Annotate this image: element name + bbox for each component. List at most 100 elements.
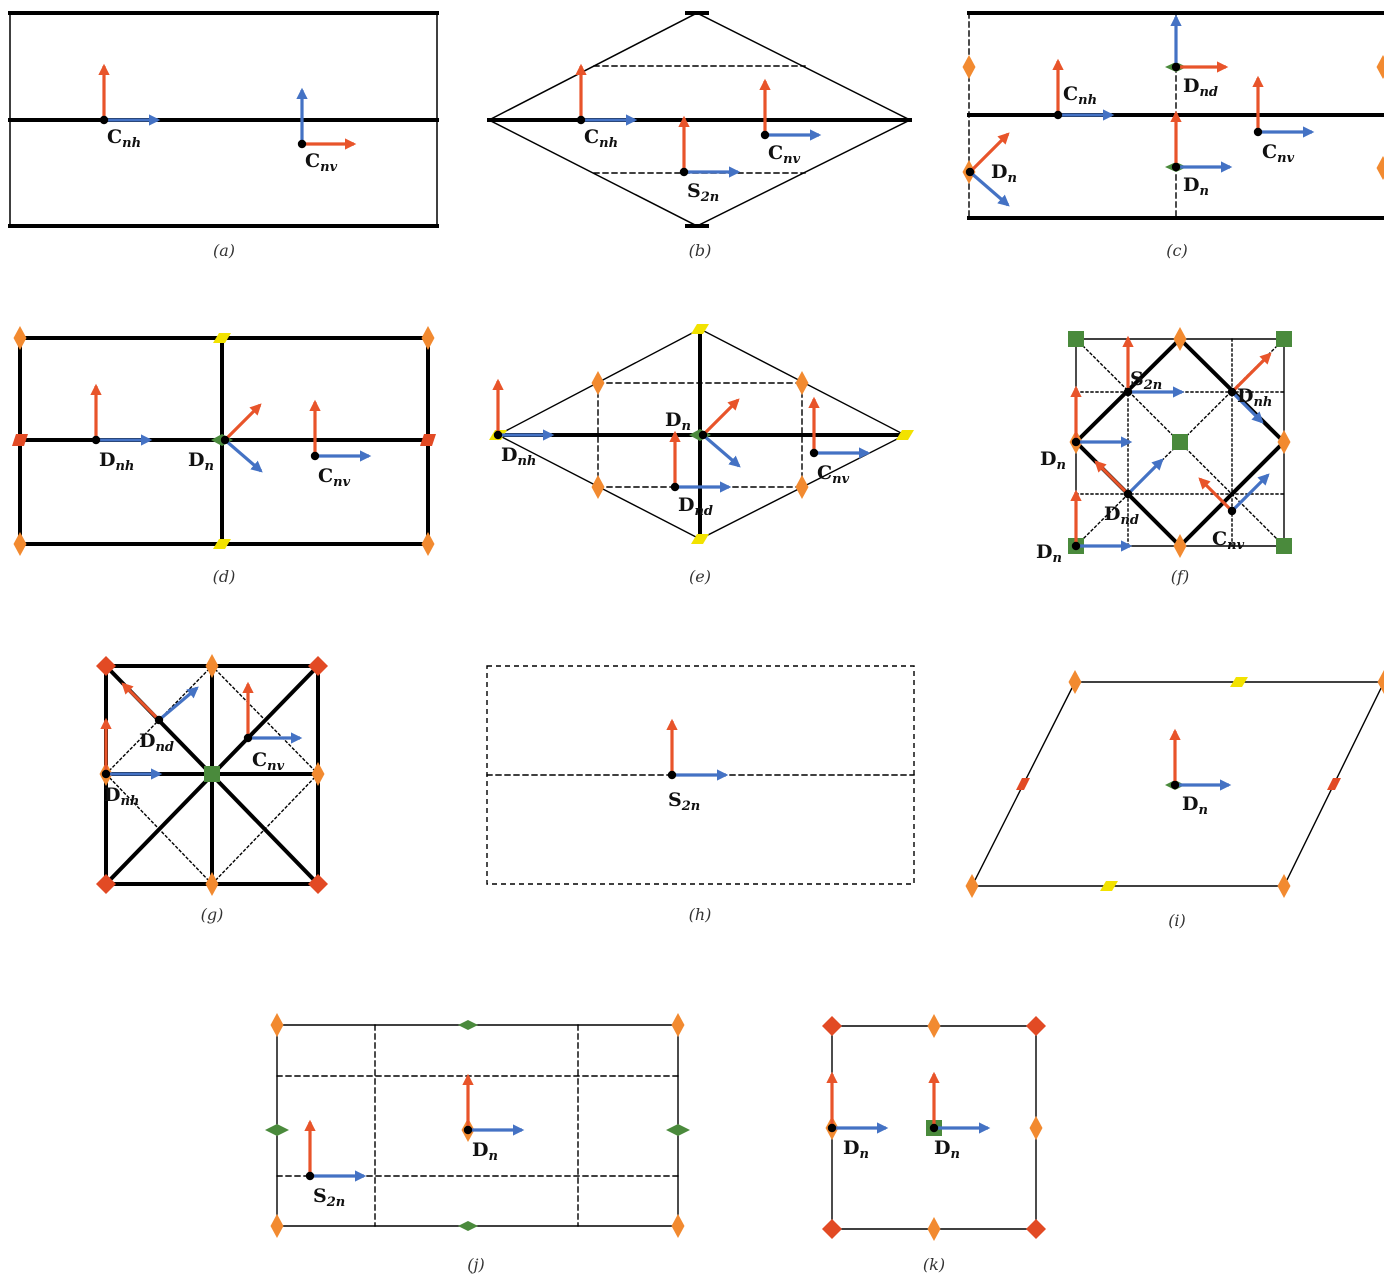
label-subscript: 2n bbox=[681, 799, 701, 814]
red-axis-arrow bbox=[701, 398, 740, 437]
frame-arrows-icon bbox=[220, 435, 230, 445]
label-subscript: 2n bbox=[700, 190, 720, 205]
two-fold-diamond-icon bbox=[822, 1016, 842, 1036]
origin-dot bbox=[154, 715, 164, 725]
label-subscript: nv bbox=[832, 472, 849, 487]
label-letter: D bbox=[934, 1137, 950, 1159]
point-label: Dn bbox=[188, 449, 214, 474]
four-fold-square-icon bbox=[1068, 331, 1084, 347]
outline bbox=[486, 665, 915, 885]
frame-arrows-icon bbox=[698, 430, 708, 440]
origin-dot bbox=[1123, 489, 1133, 499]
point-label: Dn bbox=[1182, 793, 1208, 818]
label-letter: D bbox=[665, 409, 681, 431]
origin-dot bbox=[1227, 506, 1237, 516]
point-label: Dnd bbox=[1183, 75, 1218, 100]
two-fold-diamond-icon bbox=[12, 434, 28, 446]
two-fold-diamond-icon bbox=[795, 371, 809, 395]
panel-caption: (c) bbox=[1166, 241, 1187, 260]
line bbox=[487, 11, 699, 122]
label-letter: D bbox=[1040, 448, 1056, 470]
label-letter: C bbox=[1212, 528, 1227, 550]
frame-arrows-icon bbox=[760, 130, 770, 140]
origin-dot bbox=[809, 448, 819, 458]
red-axis-arrow bbox=[121, 682, 161, 722]
point-label: Dn bbox=[1040, 448, 1066, 473]
origin-dot bbox=[297, 139, 307, 149]
point-label: Dnh bbox=[1237, 385, 1272, 410]
label-subscript: nd bbox=[1120, 513, 1139, 528]
frame-arrows-icon bbox=[670, 482, 680, 492]
frame-arrows-icon bbox=[1171, 62, 1181, 72]
point-label: S2n bbox=[668, 789, 700, 814]
label-subscript: nv bbox=[333, 475, 350, 490]
frame-arrows-icon bbox=[1171, 162, 1181, 172]
two-fold-diamond-icon bbox=[1277, 430, 1291, 454]
point-label: Dnd bbox=[678, 494, 713, 519]
two-fold-diamond-icon bbox=[1376, 55, 1384, 79]
three-fold-parallelogram-icon bbox=[1100, 881, 1118, 891]
point-label: Dn bbox=[1183, 174, 1209, 199]
label-subscript: nh bbox=[1078, 93, 1097, 108]
two-fold-diamond-icon bbox=[308, 874, 328, 894]
point-label: Dn bbox=[934, 1137, 960, 1162]
origin-dot bbox=[965, 167, 975, 177]
label-letter: D bbox=[472, 1139, 488, 1161]
origin-dot bbox=[310, 451, 320, 461]
frame-arrows-icon bbox=[827, 1123, 837, 1133]
frame-arrows-icon bbox=[1123, 387, 1133, 397]
line bbox=[105, 773, 213, 885]
two-fold-diamond-icon bbox=[1026, 1016, 1046, 1036]
label-letter: C bbox=[817, 462, 832, 484]
frame-arrows-icon bbox=[1227, 387, 1237, 397]
label-subscript: n bbox=[1199, 184, 1208, 199]
point-label: Dnd bbox=[139, 730, 174, 755]
label-letter: C bbox=[107, 126, 122, 148]
two-fold-diamond-icon bbox=[265, 1124, 289, 1136]
red-axis-arrow bbox=[223, 403, 262, 442]
three-fold-parallelogram-icon bbox=[1230, 677, 1248, 687]
point-label: Cnv bbox=[305, 150, 338, 175]
two-fold-diamond-icon bbox=[591, 371, 605, 395]
panel-caption: (i) bbox=[1168, 911, 1186, 930]
two-fold-diamond-icon bbox=[1376, 156, 1384, 180]
frame-arrows-icon bbox=[679, 167, 689, 177]
label-letter: C bbox=[252, 749, 267, 771]
two-fold-diamond-icon bbox=[13, 326, 27, 350]
origin-dot bbox=[243, 733, 253, 743]
two-fold-diamond-icon bbox=[270, 1214, 284, 1238]
label-subscript: n bbox=[1198, 803, 1207, 818]
origin-dot bbox=[305, 1171, 315, 1181]
origin-dot bbox=[1071, 541, 1081, 551]
blue-axis-arrow bbox=[1230, 473, 1270, 513]
origin-dot bbox=[463, 1125, 473, 1135]
label-letter: D bbox=[1104, 503, 1120, 525]
two-fold-diamond-icon bbox=[1068, 670, 1082, 694]
frame-arrows-icon bbox=[1053, 110, 1063, 120]
label-letter: C bbox=[768, 142, 783, 164]
frame-arrows-icon bbox=[1071, 437, 1081, 447]
three-fold-parallelogram-icon bbox=[691, 534, 709, 544]
origin-dot bbox=[1171, 62, 1181, 72]
origin-dot bbox=[101, 769, 111, 779]
two-fold-diamond-icon bbox=[1327, 778, 1341, 790]
label-letter: D bbox=[991, 161, 1007, 183]
label-letter: D bbox=[99, 449, 115, 471]
frame-arrows-icon bbox=[99, 115, 109, 125]
point-label: Cnv bbox=[318, 465, 351, 490]
four-fold-square-icon bbox=[1276, 331, 1292, 347]
label-letter: D bbox=[1183, 174, 1199, 196]
frame-arrows-icon bbox=[243, 733, 253, 743]
label-subscript: n bbox=[488, 1149, 497, 1164]
blue-axis-arrow bbox=[223, 438, 263, 473]
red-axis-arrow bbox=[1198, 477, 1234, 513]
blue-axis-arrow bbox=[157, 686, 199, 722]
point-label: Cnv bbox=[252, 749, 285, 774]
four-fold-square-icon bbox=[1276, 538, 1292, 554]
origin-dot bbox=[679, 167, 689, 177]
four-fold-square-icon bbox=[204, 766, 220, 782]
point-label: Cnv bbox=[817, 462, 850, 487]
origin-dot bbox=[1170, 780, 1180, 790]
frame-arrows-icon bbox=[809, 448, 819, 458]
two-fold-diamond-icon bbox=[458, 1221, 478, 1231]
